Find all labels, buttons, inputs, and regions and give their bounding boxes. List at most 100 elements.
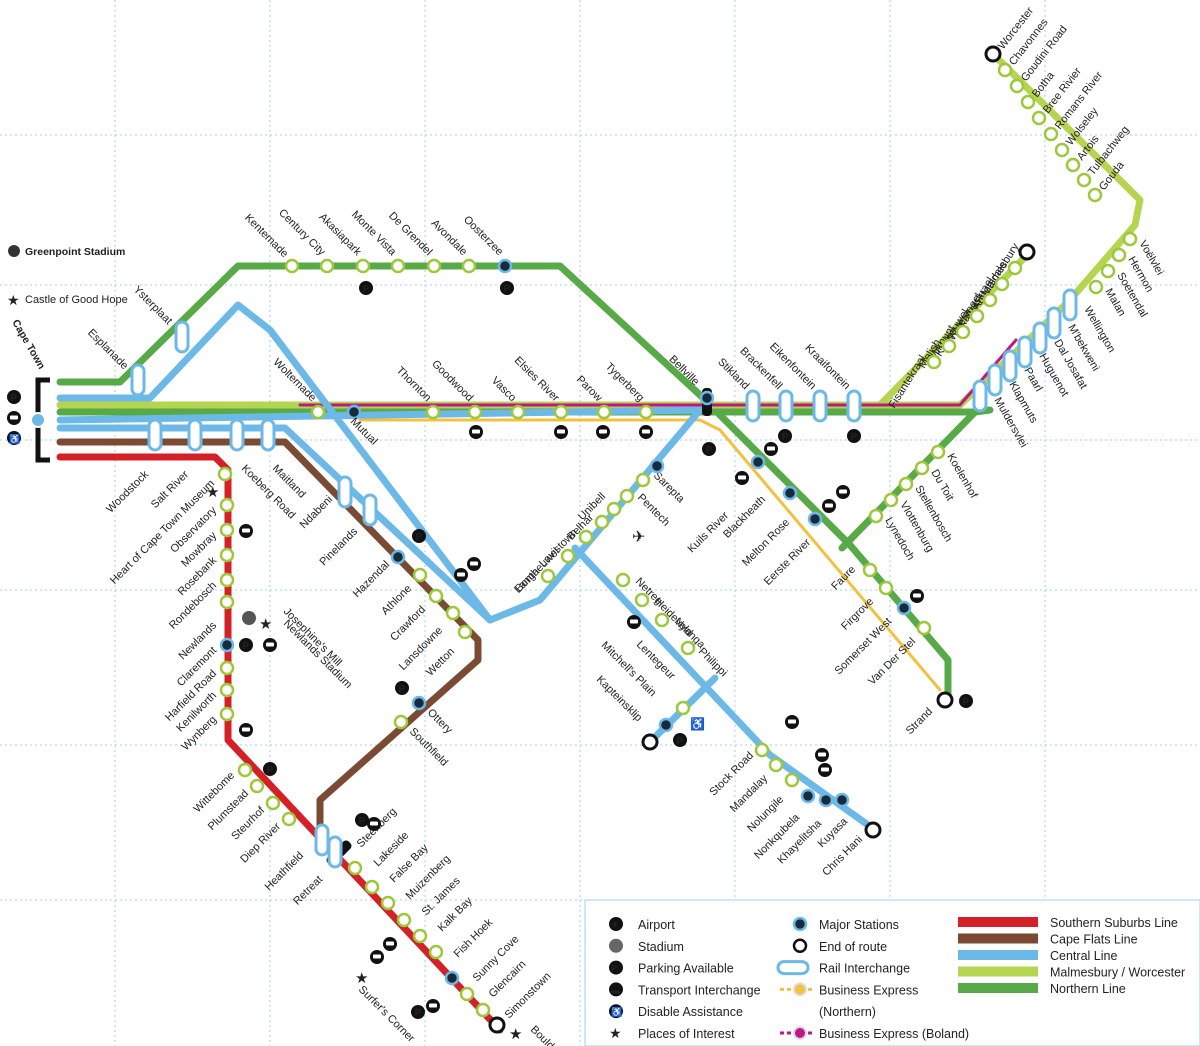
station-marker (428, 588, 444, 604)
station-label: Paarl (1021, 366, 1044, 394)
station-marker (606, 501, 622, 517)
interchange-marker (972, 379, 988, 413)
station-marker (364, 879, 380, 895)
svg-text:P: P (11, 393, 18, 404)
rail-interchange-icon (776, 960, 810, 976)
interchange-marker (1046, 306, 1062, 340)
svg-text:P: P (504, 284, 511, 295)
end-of-route-marker (1018, 243, 1036, 261)
station-blackheath[interactable]: Blackheath (721, 454, 768, 541)
station-marker (219, 706, 235, 722)
station-label: Fish Hoek (452, 916, 496, 960)
station-marker (594, 514, 610, 530)
legend-label: Parking Available (638, 962, 734, 976)
station-pentech[interactable]: Pentech (619, 488, 672, 529)
station-marker (634, 592, 650, 608)
station-label: Philippi (696, 646, 730, 680)
station-marker (1031, 110, 1047, 126)
transport-interchange-icon (469, 425, 483, 439)
parking-icon: P (959, 694, 973, 708)
star-icon: ★ (206, 484, 219, 501)
legend-label: Places of Interest (638, 1027, 735, 1041)
cape-town-station (30, 412, 46, 428)
legend-label: Business Express (819, 983, 918, 997)
legend-label: Major Stations (819, 918, 899, 932)
station-label: Parow (574, 374, 605, 405)
station-marker (578, 529, 594, 545)
station-label: Athlone (379, 583, 414, 618)
major-station-marker (497, 258, 513, 274)
interchange-marker (1017, 335, 1033, 369)
station-label: Vasco (489, 375, 519, 405)
station-label: Koeberg Road (239, 463, 298, 522)
major-station-marker (800, 788, 816, 804)
major-station-marker (444, 970, 460, 986)
disabled-access-icon: ♿ (609, 1004, 623, 1019)
parking-icon: P (263, 762, 277, 776)
station-marker (916, 620, 932, 636)
legend-line-swatch (958, 950, 1038, 960)
station-marker (540, 568, 556, 584)
transport-interchange-icon (627, 615, 641, 629)
station-marker (393, 714, 409, 730)
station-marker (868, 508, 884, 524)
major-station-marker (346, 404, 362, 420)
svg-text:P: P (415, 1008, 422, 1019)
station-label: Woodstock (104, 468, 151, 515)
station-label: Pinelands (317, 525, 360, 568)
station-marker (680, 640, 696, 656)
station-label: Ottery (425, 707, 455, 737)
station-label: Sarepta (651, 470, 687, 506)
transport-interchange-icon (554, 425, 568, 439)
svg-text:P: P (782, 432, 789, 443)
transport-interchange-icon (822, 499, 836, 513)
station-bellville[interactable]: Bellville (667, 353, 715, 406)
star-icon: ★ (355, 970, 368, 987)
station-marker (878, 580, 894, 596)
station-strand[interactable]: Strand (904, 691, 954, 737)
business-express-boland-line (298, 338, 1018, 407)
station-marker (1043, 126, 1059, 142)
business-express-northern-icon (780, 982, 812, 997)
station-label: Hazendal (351, 559, 392, 600)
place-label: Josephine's Mill (281, 606, 344, 669)
cape-town-label: Cape Town (9, 318, 47, 372)
station-label: Elsies River (512, 355, 562, 405)
station-marker (619, 488, 635, 504)
station-marker (237, 762, 253, 778)
station-marker (445, 605, 461, 621)
station-label: Goodwood (429, 358, 475, 404)
major-station-marker (219, 637, 235, 653)
parking-icon: P (7, 390, 21, 404)
parking-icon: P (395, 681, 409, 695)
transport-interchange-icon (596, 425, 610, 439)
station-marker (219, 660, 235, 676)
business-express-northern-line (358, 418, 942, 692)
legend-line-swatch (958, 933, 1038, 944)
station-marker (319, 258, 335, 274)
interchange-marker (327, 835, 343, 869)
parking-icon: P (673, 733, 687, 747)
station-eerste-river[interactable]: Eerste River (762, 511, 823, 588)
transport-interchange-icon (910, 589, 924, 603)
station-marker (560, 548, 576, 564)
station-marker (426, 258, 442, 274)
end-of-route-marker (864, 821, 882, 839)
stadium-icon (609, 938, 623, 953)
parking-icon: P (702, 442, 716, 456)
station-marker (284, 258, 300, 274)
disabled-access-icon: ♿ (7, 431, 21, 445)
interchange-marker (1002, 349, 1018, 383)
interchange-marker (846, 389, 862, 423)
station-label: Firgrove (839, 596, 876, 633)
station-marker (969, 308, 985, 324)
transport-interchange-icon (263, 638, 277, 652)
parking-icon: P (359, 281, 373, 295)
station-marker (461, 258, 477, 274)
svg-text:P: P (963, 697, 970, 708)
svg-text:P: P (706, 445, 713, 456)
interchange-marker (229, 418, 245, 452)
transport-interchange-icon (785, 715, 799, 729)
